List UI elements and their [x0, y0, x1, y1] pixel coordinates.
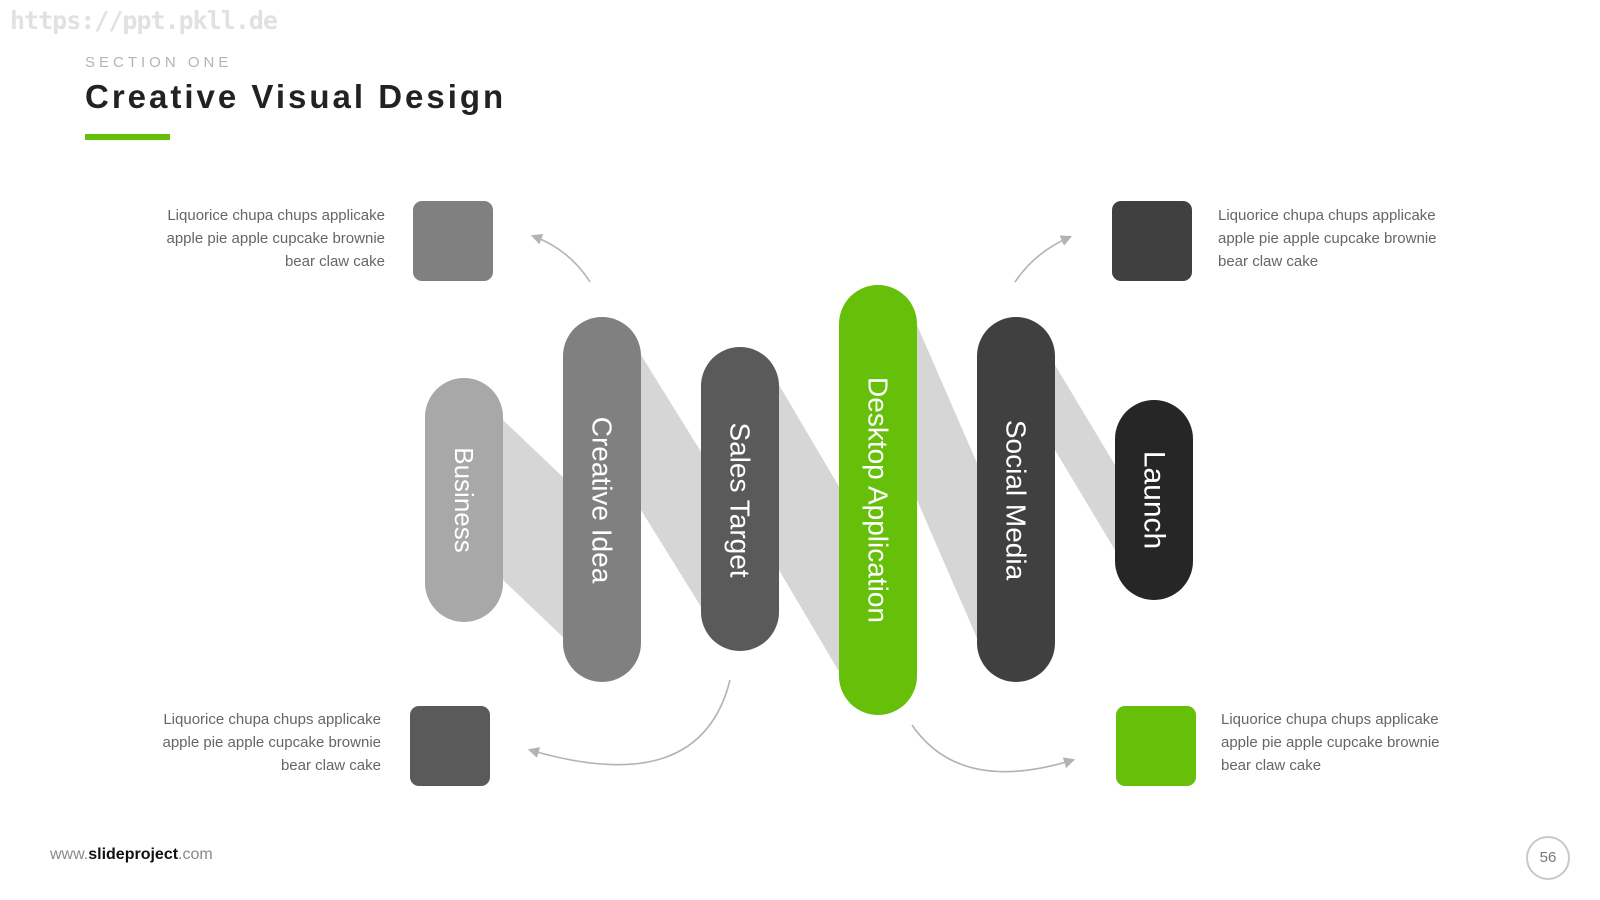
footer-url-brand: slideproject	[88, 846, 179, 863]
pill-label: Sales Target	[725, 422, 756, 577]
title-underline	[85, 134, 170, 140]
note-text-top-right: Liquorice chupa chups applicake apple pi…	[1218, 207, 1437, 270]
pill-label: Business	[449, 447, 479, 553]
pill-shape	[839, 285, 917, 715]
note-square	[1112, 201, 1192, 281]
connector-band	[917, 325, 980, 645]
pill-desktop-application: Desktop Application	[839, 285, 917, 715]
pill-shape	[701, 347, 779, 651]
connector-band	[641, 355, 703, 610]
arrow-curve	[527, 679, 731, 766]
pill-launch: Launch	[1115, 400, 1193, 600]
pill-shape	[1115, 400, 1193, 600]
pill-label: Desktop Application	[863, 377, 894, 623]
note-text-bottom-left: Liquorice chupa chups applicake apple pi…	[162, 711, 382, 774]
footer-url-suffix: .com	[178, 846, 213, 863]
arrow-curve	[530, 233, 591, 283]
pill-sales-target: Sales Target	[701, 347, 779, 651]
pill-label: Launch	[1138, 451, 1171, 549]
pill-shape	[977, 317, 1055, 682]
pill-creative-idea: Creative Idea	[563, 317, 641, 682]
pill-label: Creative Idea	[587, 417, 618, 584]
connector-band	[503, 420, 566, 640]
pill-business: Business	[425, 378, 503, 622]
pill-social-media: Social Media	[977, 317, 1055, 682]
note-square	[410, 706, 490, 786]
connector-band	[1055, 365, 1118, 555]
connector-band	[779, 385, 841, 675]
footer-url-prefix: www.	[50, 846, 89, 863]
note-square	[413, 201, 493, 281]
footer-url[interactable]: www.slideproject.com	[50, 846, 213, 864]
page-title: Creative Visual Design	[85, 78, 507, 115]
pill-shape	[425, 378, 503, 622]
page-number: 56	[1526, 836, 1570, 880]
curved-arrows	[527, 233, 1076, 773]
pill-shape	[563, 317, 641, 682]
note-text-bottom-right: Liquorice chupa chups applicake apple pi…	[1221, 711, 1440, 774]
arrow-curve	[911, 724, 1076, 773]
watermark: https://ppt.pkll.de	[10, 6, 278, 35]
note-square	[1116, 706, 1196, 786]
note-text-top-left: Liquorice chupa chups applicake apple pi…	[166, 207, 386, 270]
section-label: SECTION ONE	[85, 54, 233, 71]
pill-label: Social Media	[1001, 420, 1032, 581]
connector-bands	[503, 325, 1118, 675]
arrow-curve	[1014, 235, 1073, 283]
